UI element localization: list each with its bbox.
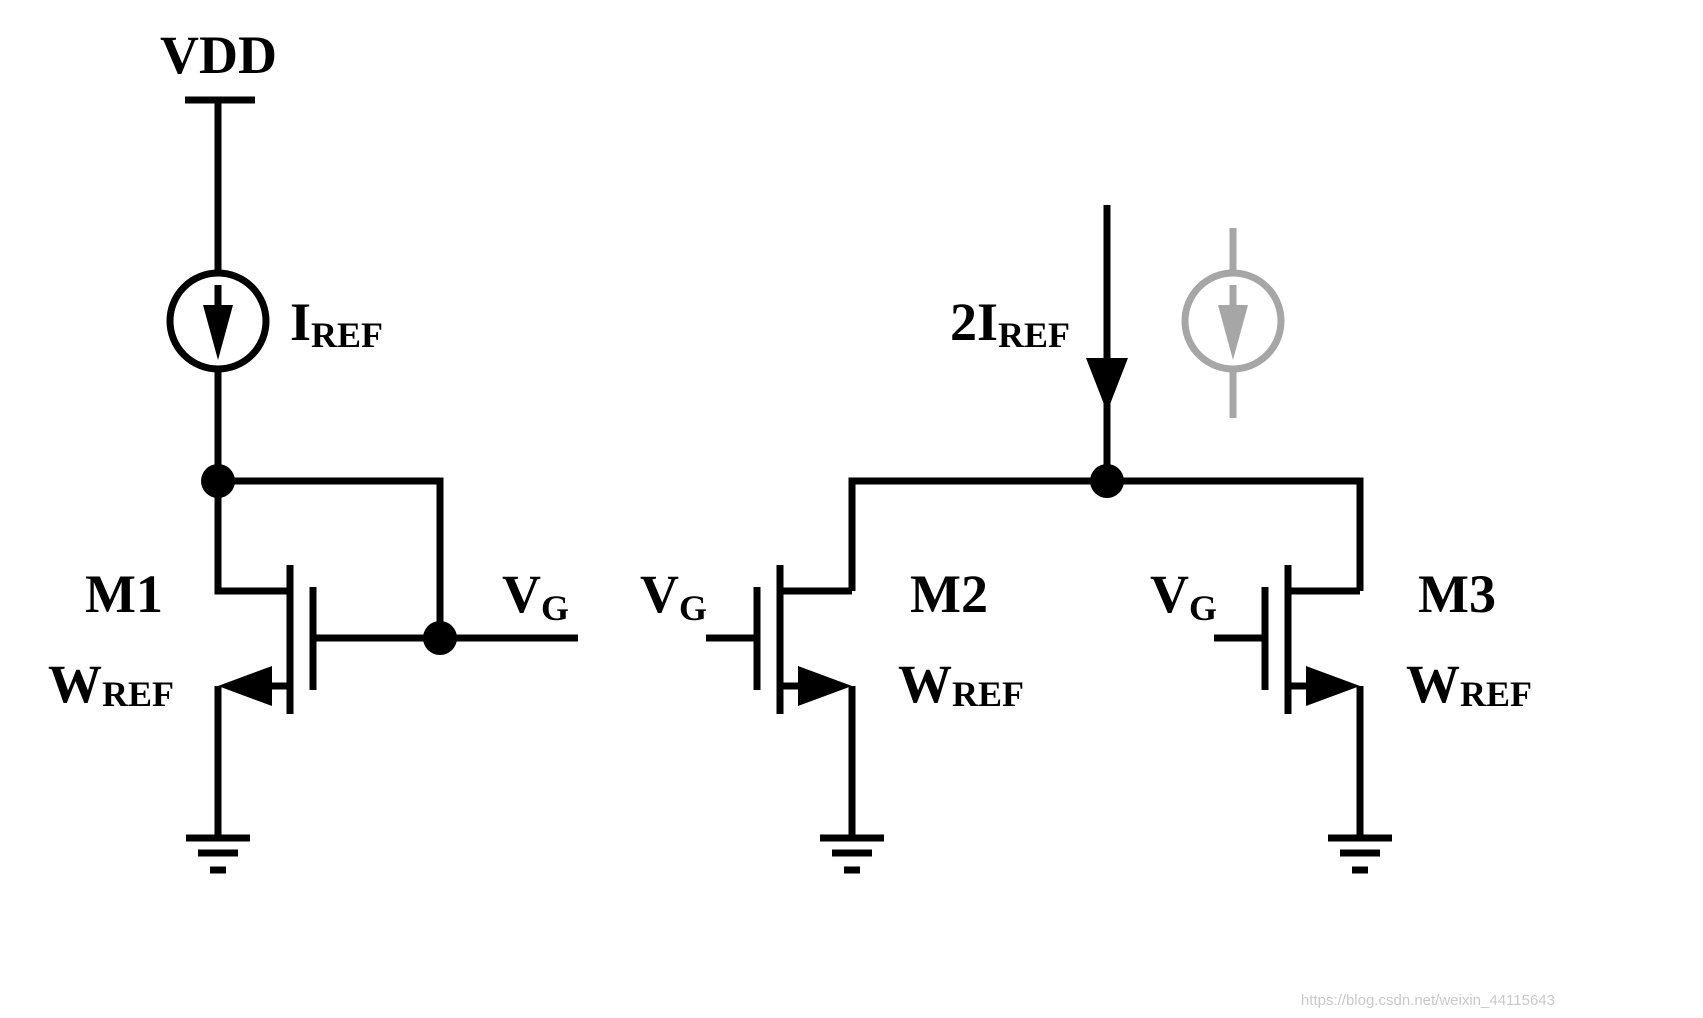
vg-label-m2: VG [640, 564, 707, 628]
m2-transistor [706, 565, 856, 838]
w-ref-label-m2: WREF [898, 654, 1024, 714]
w-ref-label-m3: WREF [1406, 654, 1532, 714]
vg-label-m3: VG [1150, 564, 1217, 628]
watermark-text: https://blog.csdn.net/weixin_44115643 [1301, 992, 1555, 1009]
ground-icon [186, 834, 250, 874]
vdd-label: VDD [160, 25, 277, 85]
m1-label: M1 [85, 564, 163, 624]
ghost-current-source-icon [1181, 228, 1285, 418]
m1-transistor [214, 481, 440, 838]
m2-label: M2 [910, 564, 988, 624]
2iref-label: 2IREF [950, 292, 1070, 355]
iref-label: IREF [290, 292, 383, 355]
vg-label-m1: VG [502, 564, 569, 628]
ground-icon [820, 834, 884, 874]
m3-label: M3 [1418, 564, 1496, 624]
current-arrow-icon [1086, 358, 1128, 412]
m3-transistor [1214, 565, 1364, 838]
ground-icon [1328, 834, 1392, 874]
w-ref-label-m1: WREF [48, 654, 174, 714]
diode-connection-wire [218, 477, 444, 638]
iref-current-source-icon [166, 269, 270, 373]
bus-node-dot [1090, 464, 1124, 498]
